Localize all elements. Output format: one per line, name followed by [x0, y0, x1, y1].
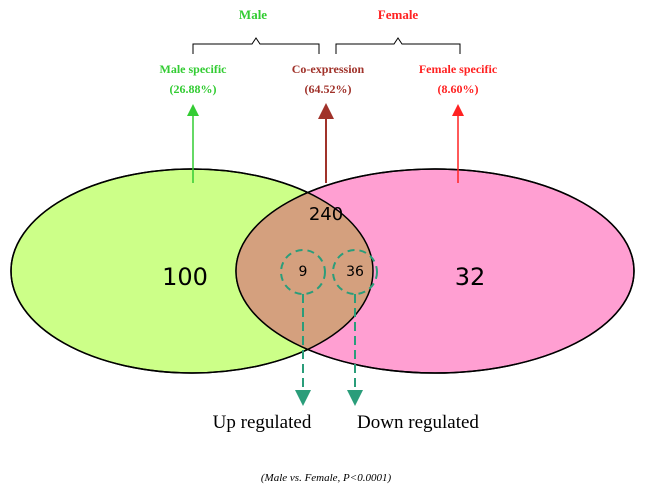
female-only-count: 32	[455, 263, 486, 291]
down-regulated-circle	[332, 249, 378, 295]
group-label-female: Female	[378, 7, 419, 22]
male-brace	[192, 37, 320, 54]
female-brace	[335, 37, 461, 54]
co-expression-percent: (64.52%)	[305, 82, 352, 96]
group-label-male: Male	[239, 7, 267, 22]
co-expression-label: Co-expression	[292, 62, 365, 76]
male-specific-label: Male specific	[160, 62, 228, 76]
shared-count: 240	[309, 204, 343, 225]
male-set-outline	[10, 168, 374, 374]
male-only-count: 100	[162, 263, 208, 291]
figure-caption: (Male vs. Female, P<0.0001)	[261, 472, 392, 484]
down-regulated-count: 36	[346, 264, 364, 280]
male-specific-percent: (26.88%)	[170, 82, 217, 96]
up-regulated-label: Up regulated	[213, 412, 312, 433]
female-specific-percent: (8.60%)	[438, 82, 479, 96]
overlap-region	[236, 169, 373, 373]
down-regulated-label: Down regulated	[357, 412, 479, 433]
up-regulated-count: 9	[299, 264, 308, 280]
female-set-outline	[235, 168, 635, 374]
up-regulated-circle	[280, 249, 326, 295]
female-specific-label: Female specific	[419, 62, 498, 76]
